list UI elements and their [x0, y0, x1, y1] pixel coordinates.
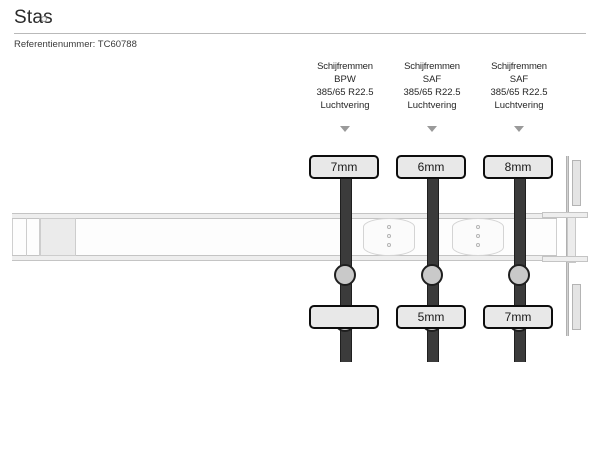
- axle-2-tread-bottom[interactable]: 5mm: [396, 305, 466, 329]
- axle-2-hub-top: [421, 264, 443, 286]
- triangle-down-icon: [427, 126, 437, 132]
- axle-1-suspension: Luchtvering: [320, 100, 370, 111]
- axle-1-tyre-size: 385/65 R22.5: [316, 87, 374, 98]
- axle-1-hub-top: [334, 264, 356, 286]
- triangle-down-icon: [514, 126, 524, 132]
- axle-1-tread-bottom[interactable]: [309, 305, 379, 329]
- axle-2-brand: SAF: [422, 74, 442, 85]
- header-divider: [14, 33, 586, 34]
- front-frame-line-1: [26, 218, 27, 256]
- axle-2-tread-top[interactable]: 6mm: [396, 155, 466, 179]
- axle-group-1: Schijfremmen BPW 385/65 R22.5 Luchtverin…: [299, 60, 391, 362]
- axle-1-brand: BPW: [334, 74, 356, 85]
- chassis-top-rail: [12, 213, 557, 219]
- axle-1-rod-upper: [340, 168, 352, 268]
- axle-3-suspension: Luchtvering: [494, 100, 544, 111]
- axle-2-tyre-size: 385/65 R22.5: [403, 87, 461, 98]
- rear-bumper-upper: [572, 160, 581, 206]
- kingpin-plate: [40, 218, 76, 256]
- axle-group-2: Schijfremmen SAF 385/65 R22.5 Luchtverin…: [386, 60, 478, 362]
- axle-3-rod-upper: [514, 168, 526, 268]
- hanger-holes: [476, 225, 480, 252]
- axle-2-suspension: Luchtvering: [407, 100, 457, 111]
- page-header: Stas Referentienummer: TC60788: [0, 0, 600, 56]
- axle-2-rod-upper: [427, 168, 439, 268]
- rear-crossbar-top: [542, 212, 588, 218]
- page-title: Stas: [14, 7, 53, 28]
- axle-3-tyre-size: 385/65 R22.5: [490, 87, 548, 98]
- axle-1-brake-type: Schijfremmen: [317, 61, 373, 72]
- axle-2-spec: Schijfremmen SAF 385/65 R22.5 Luchtverin…: [386, 60, 478, 112]
- chassis-bottom-rail: [12, 255, 557, 261]
- axle-3-spec: Schijfremmen SAF 385/65 R22.5 Luchtverin…: [473, 60, 565, 112]
- suspension-hanger-icon: [363, 218, 415, 256]
- axle-3-brake-type: Schijfremmen: [491, 61, 547, 72]
- axle-group-3: Schijfremmen SAF 385/65 R22.5 Luchtverin…: [473, 60, 565, 362]
- rear-crossbar-bottom: [542, 256, 588, 262]
- axle-1-tread-top[interactable]: 7mm: [309, 155, 379, 179]
- axle-3-brand: SAF: [509, 74, 529, 85]
- kingpin-assembly: [14, 218, 76, 256]
- rear-underrun-bar-icon: [542, 156, 600, 336]
- triangle-down-icon: [340, 126, 350, 132]
- rear-bumper-lower: [572, 284, 581, 330]
- axle-3-hub-top: [508, 264, 530, 286]
- axle-3-tread-top[interactable]: 8mm: [483, 155, 553, 179]
- hanger-body: [452, 218, 504, 256]
- axle-3-tread-bottom[interactable]: 7mm: [483, 305, 553, 329]
- axle-1-spec: Schijfremmen BPW 385/65 R22.5 Luchtverin…: [299, 60, 391, 112]
- kingpin-bolt-icon: [41, 16, 47, 22]
- front-frame-line-2: [39, 218, 40, 256]
- reference-number: Referentienummer: TC60788: [14, 39, 137, 50]
- axle-2-brake-type: Schijfremmen: [404, 61, 460, 72]
- suspension-hanger-icon: [452, 218, 504, 256]
- hanger-holes: [387, 225, 391, 252]
